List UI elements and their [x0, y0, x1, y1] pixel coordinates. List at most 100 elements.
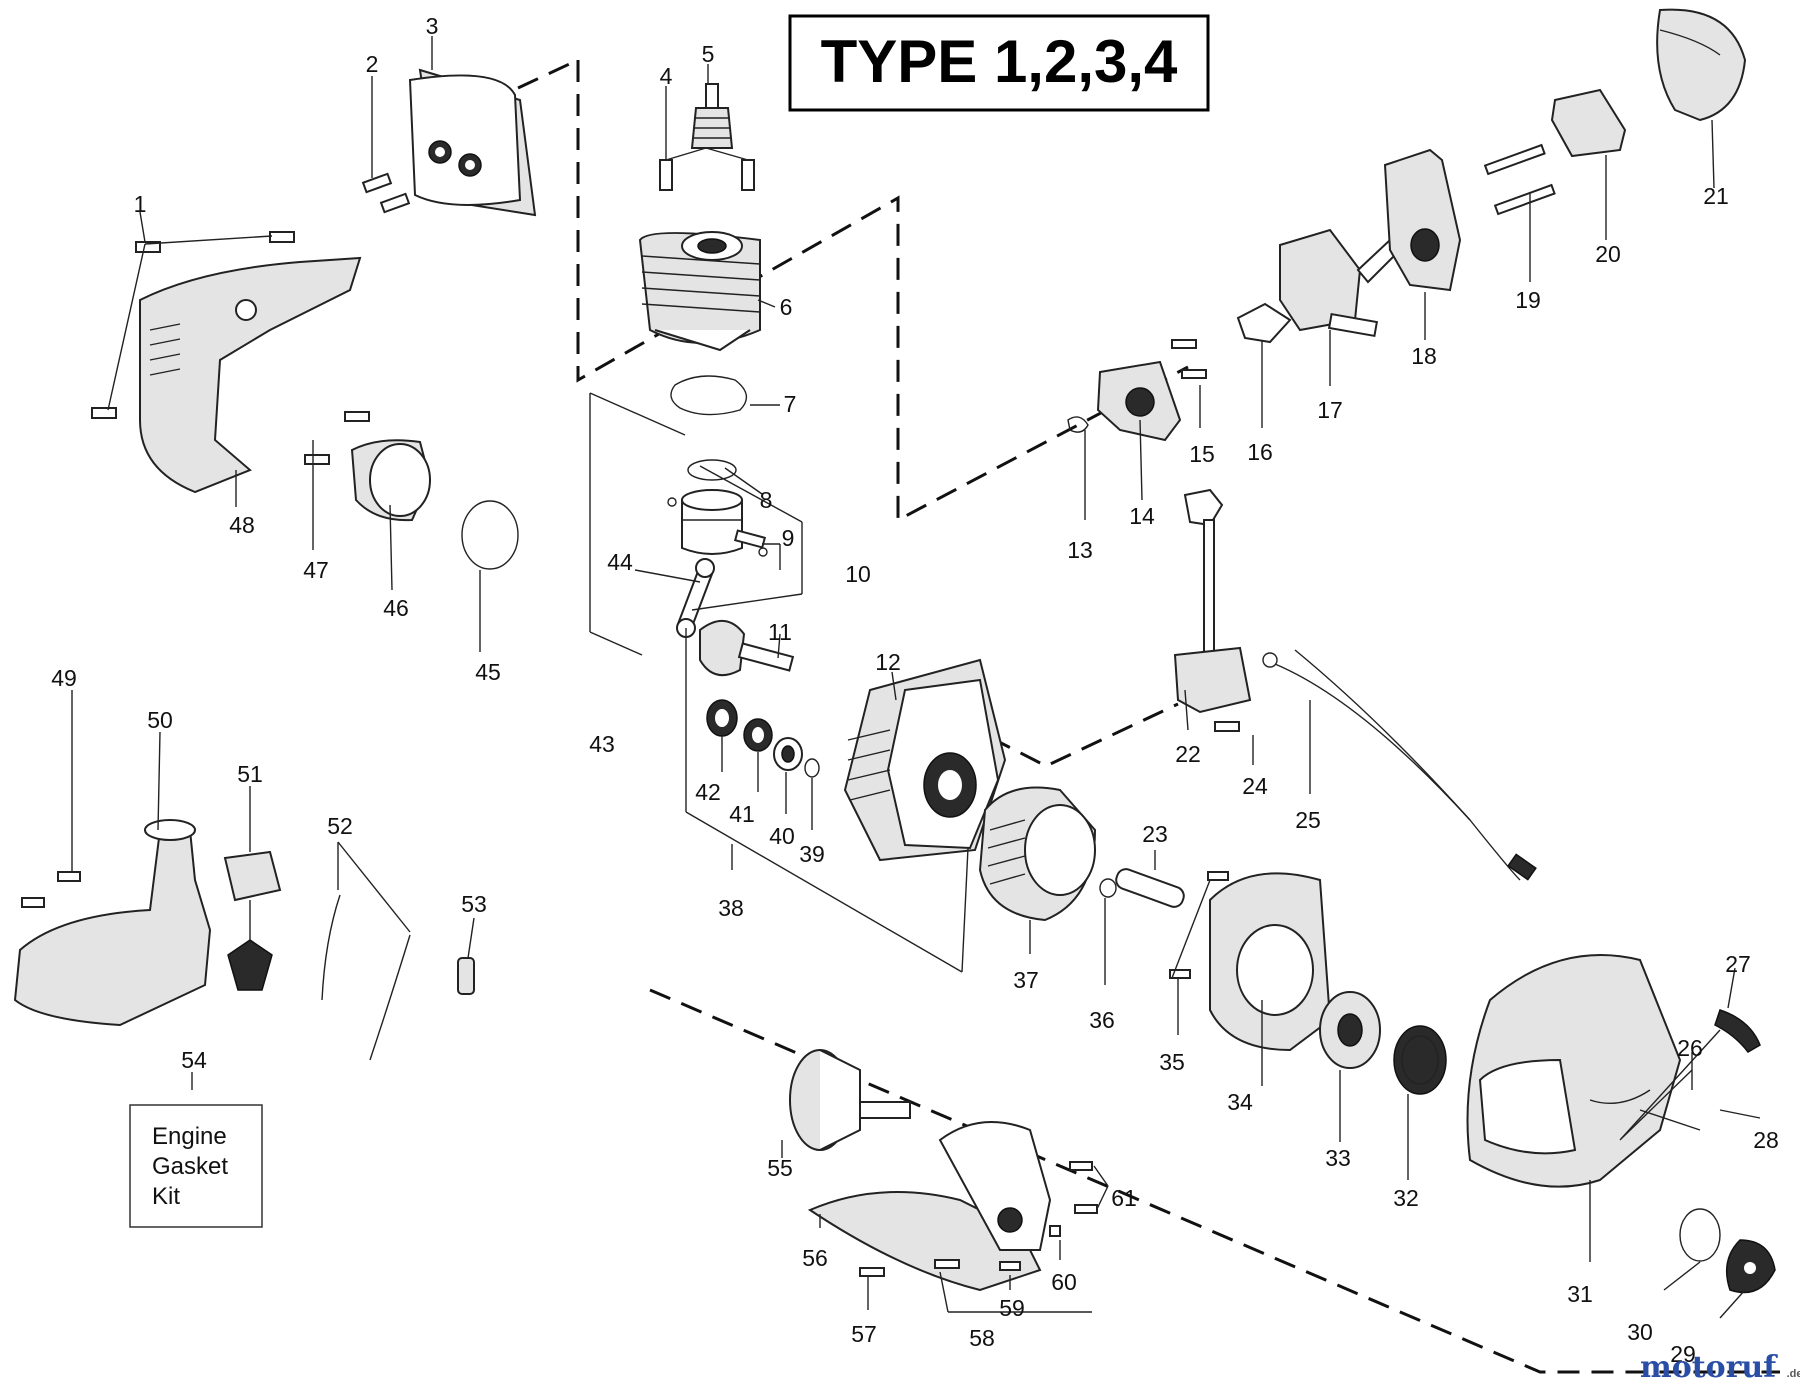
part-label-37: 37 [1013, 967, 1039, 993]
part-label-49: 49 [51, 665, 77, 691]
part-label-42: 42 [695, 779, 721, 805]
kit-line-3: Kit [152, 1183, 180, 1210]
part-label-24: 24 [1242, 773, 1268, 799]
part-label-19: 19 [1515, 287, 1541, 313]
part-label-15: 15 [1189, 441, 1215, 467]
part-label-46: 46 [383, 595, 409, 621]
starter-handle-part [1619, 1009, 1761, 1141]
crankcase-part [843, 658, 1007, 862]
part-number-labels: 1 2 3 4 5 6 7 8 9 10 11 12 13 14 15 16 1… [51, 13, 1779, 1367]
clutch-housing-part [807, 1121, 1052, 1292]
engine-housing-part [1466, 954, 1682, 1188]
part-label-18: 18 [1411, 343, 1437, 369]
engine-cover-left [139, 256, 362, 494]
carburetor-gasket [1236, 302, 1292, 344]
filter-element-part [1550, 88, 1627, 158]
part-label-11: 11 [768, 619, 792, 645]
ignition-wire [1262, 649, 1537, 881]
watermark-suffix: .de [1787, 1368, 1800, 1380]
kit-line-1: Engine [152, 1123, 227, 1150]
part-label-7: 7 [784, 391, 797, 417]
part-label-4: 4 [660, 63, 673, 89]
part-label-27: 27 [1725, 951, 1751, 977]
part-label-53: 53 [461, 891, 487, 917]
cover-screws [91, 231, 295, 419]
part-label-14: 14 [1129, 503, 1155, 529]
part-label-50: 50 [147, 707, 173, 733]
crankshaft-assembly [676, 558, 795, 677]
carburetor-part [1279, 228, 1402, 338]
part-label-30: 30 [1627, 1319, 1653, 1345]
part-label-21: 21 [1703, 183, 1729, 209]
part-label-9: 9 [782, 525, 795, 551]
part-label-55: 55 [767, 1155, 793, 1181]
intake-housing-part [304, 411, 432, 522]
part-label-28: 28 [1753, 1127, 1779, 1153]
muffler-cover-part [408, 68, 537, 217]
part-label-12: 12 [875, 649, 901, 675]
muffler-bolts [361, 172, 411, 214]
ignition-module-part [1173, 488, 1252, 732]
intake-manifold-part [1067, 339, 1207, 442]
filter-bolts [1483, 143, 1556, 216]
part-label-1: 1 [134, 191, 147, 217]
part-label-56: 56 [802, 1245, 828, 1271]
spark-plug-part [659, 83, 755, 191]
cylinder-part [638, 231, 761, 352]
shaft-part [1099, 868, 1185, 908]
title-box: TYPE 1,2,3,4 [788, 14, 1210, 112]
fan-housing-part [1169, 871, 1332, 1052]
starter-spring-part [1393, 1025, 1447, 1095]
part-label-2: 2 [366, 51, 379, 77]
air-filter-base-part [1383, 148, 1462, 292]
piston-assembly [667, 459, 768, 557]
part-label-43: 43 [589, 731, 615, 757]
watermark: motoruf .de [1640, 1350, 1800, 1385]
part-label-25: 25 [1295, 807, 1321, 833]
starter-pulley-part [1319, 991, 1381, 1069]
part-label-39: 39 [799, 841, 825, 867]
part-label-36: 36 [1089, 1007, 1115, 1033]
fuel-tank-part [13, 819, 212, 1027]
part-label-8: 8 [760, 487, 773, 513]
part-label-23: 23 [1142, 821, 1168, 847]
part-label-61: 61 [1111, 1185, 1137, 1211]
kit-line-2: Gasket [152, 1153, 228, 1180]
part-label-13: 13 [1067, 537, 1093, 563]
part-label-48: 48 [229, 512, 255, 538]
part-label-33: 33 [1325, 1145, 1351, 1171]
cylinder-gasket [670, 375, 748, 416]
watermark-brand: motoruf [1640, 1350, 1778, 1385]
part-label-51: 51 [237, 761, 263, 787]
part-label-20: 20 [1595, 241, 1621, 267]
part-label-22: 22 [1175, 741, 1201, 767]
part-label-32: 32 [1393, 1185, 1419, 1211]
fuel-fitting-part [457, 957, 475, 995]
part-label-5: 5 [702, 41, 715, 67]
part-label-34: 34 [1227, 1089, 1253, 1115]
assembly-boundaries [517, 58, 1780, 1374]
part-label-26: 26 [1677, 1035, 1703, 1061]
part-label-40: 40 [769, 823, 795, 849]
part-label-45: 45 [475, 659, 501, 685]
part-label-57: 57 [851, 1321, 877, 1347]
part-label-47: 47 [303, 557, 329, 583]
filter-cover-part [1656, 8, 1747, 122]
gasket-kit-callout: 54 Engine Gasket Kit [129, 1047, 263, 1228]
part-label-10: 10 [845, 561, 871, 587]
part-label-16: 16 [1247, 439, 1273, 465]
part-label-52: 52 [327, 813, 353, 839]
starter-pawl-part [1679, 1208, 1776, 1294]
part-label-3: 3 [426, 13, 439, 39]
flywheel-part [978, 786, 1097, 922]
part-label-31: 31 [1567, 1281, 1593, 1307]
part-label-44: 44 [607, 549, 633, 575]
bearings [706, 699, 820, 778]
leader-lines [71, 36, 1761, 1319]
svg-text:motoruf .de: motoruf .de [1640, 1350, 1800, 1385]
part-label-17: 17 [1317, 397, 1343, 423]
part-label-38: 38 [718, 895, 744, 921]
clutch-drum-part [789, 1049, 911, 1151]
o-ring [461, 500, 519, 570]
